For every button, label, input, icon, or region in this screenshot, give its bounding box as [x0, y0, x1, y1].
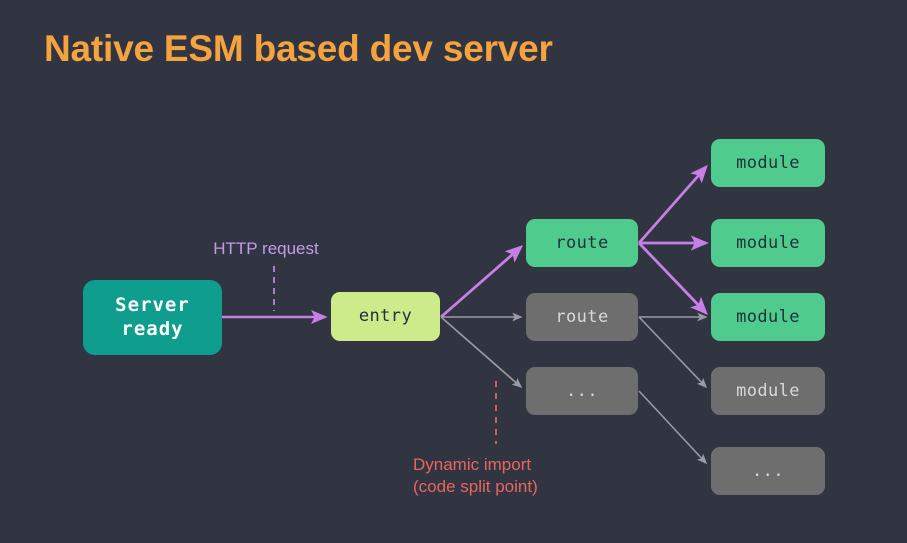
- node-route-3[interactable]: ...: [526, 367, 638, 415]
- edge-entry-to-route-1: [440, 245, 524, 319]
- edge-route2-to-module-4: [638, 316, 708, 389]
- annotation-http-request: HTTP request: [213, 239, 319, 258]
- edge-route3-to-module-5: [638, 390, 708, 465]
- edge-route1-to-module-3: [637, 242, 708, 316]
- page-title: Native ESM based dev server: [44, 28, 553, 69]
- node-module-3[interactable]: module: [711, 293, 825, 341]
- node-route-2[interactable]: route: [526, 293, 638, 341]
- edge-entry-to-route-3: [440, 316, 523, 389]
- node-module-5[interactable]: ...: [711, 447, 825, 495]
- annotation-dynamic-import: Dynamic import (code split point): [413, 455, 538, 496]
- node-server-ready[interactable]: Server ready: [83, 280, 222, 355]
- edge-route1-to-module-1: [637, 164, 708, 244]
- node-module-4[interactable]: module: [711, 367, 825, 415]
- node-entry[interactable]: entry: [331, 292, 440, 341]
- node-module-2[interactable]: module: [711, 219, 825, 267]
- node-route-1[interactable]: route: [526, 219, 638, 267]
- node-module-1[interactable]: module: [711, 139, 825, 187]
